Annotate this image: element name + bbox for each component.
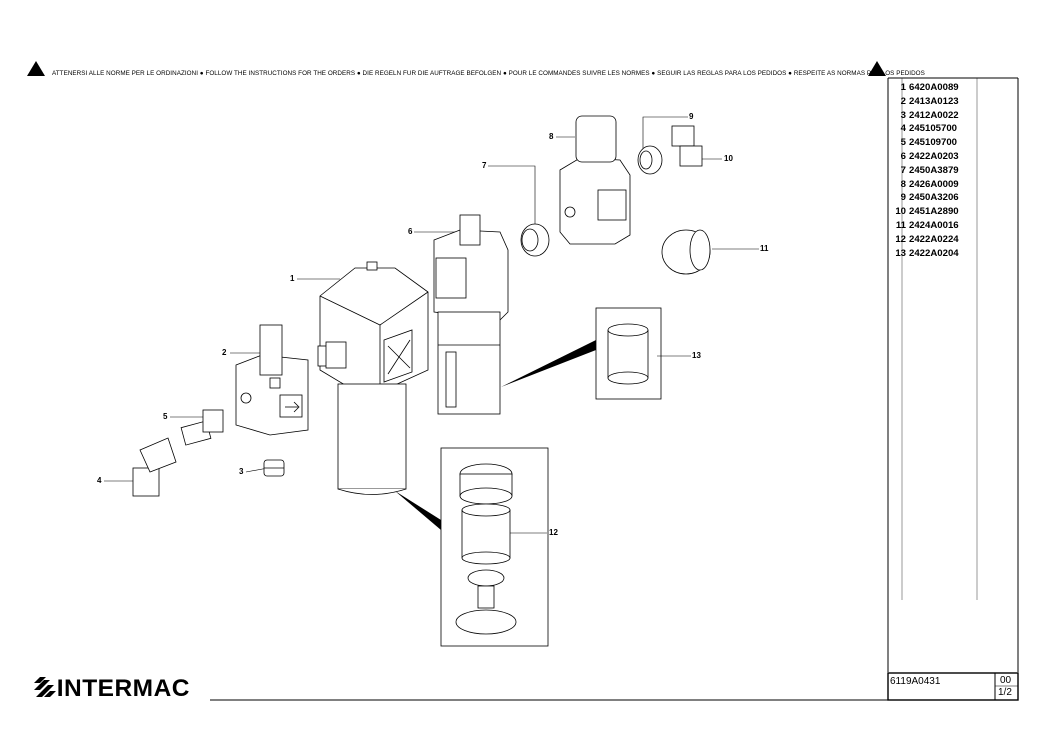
part-number: 10: [895, 206, 906, 218]
callout-3: 3: [239, 467, 244, 476]
part-code: 2451A2890: [909, 206, 959, 218]
part-number: 11: [895, 219, 906, 231]
part-4-elbow: [132, 437, 177, 497]
callout-7: 7: [482, 161, 487, 170]
part-12-filter-element: [455, 463, 517, 635]
sheet-number: 1/2: [998, 687, 1012, 698]
part-code: 2422A0224: [909, 233, 959, 245]
intermac-logo: INTERMAC: [56, 675, 190, 702]
part-number: 2: [900, 95, 906, 107]
part-8-regulator: [559, 115, 631, 245]
part-code: 245109700: [909, 137, 958, 149]
callout-5: 5: [163, 412, 168, 421]
detail-pointer-13: [501, 340, 596, 387]
detail-box-13: [595, 307, 662, 400]
callout-4: 4: [97, 476, 102, 485]
part-code: 2422A0204: [909, 247, 959, 259]
part-number: 6: [900, 150, 906, 162]
part-code: 2450A3879: [909, 164, 959, 176]
callout-10: 10: [724, 154, 733, 163]
detail-pointer-12: [395, 491, 441, 530]
callout-8: 8: [549, 132, 554, 141]
ordering-instructions: ATTENERSI ALLE NORME PER LE ORDINAZIONI …: [52, 70, 925, 77]
leader-lines: [104, 116, 759, 534]
callout-2: 2: [222, 348, 227, 357]
part-code: 2413A0123: [909, 95, 959, 107]
part-number: 4: [900, 123, 906, 135]
part-5-nipple: [180, 409, 224, 446]
callout-13: 13: [692, 351, 701, 360]
callout-12: 12: [549, 528, 558, 537]
part-code: 2412A0022: [909, 109, 959, 121]
part-code: 2426A0009: [909, 178, 959, 190]
callout-6: 6: [408, 227, 413, 236]
part-2-regulator: [235, 324, 309, 436]
part-number: 1: [900, 82, 906, 93]
part-number: 8: [900, 178, 906, 190]
part-number: 7: [900, 164, 906, 176]
part-number: 5: [900, 137, 906, 149]
drawing-number: 6119A0431: [890, 676, 941, 687]
part-code: 2424A0016: [909, 219, 959, 231]
part-number: 3: [900, 109, 906, 121]
title-block: [210, 672, 1019, 701]
part-9-nipple: [637, 145, 663, 175]
intermac-stripes-icon: [34, 677, 56, 697]
detail-box-12: [440, 447, 549, 647]
warning-triangle-icon: [27, 61, 45, 76]
part-10-elbow: [671, 125, 703, 167]
parts-table-frame: [887, 77, 1019, 672]
part-11-gauge: [661, 229, 711, 275]
part-code: 2450A3206: [909, 192, 959, 204]
part-3-plug: [263, 459, 285, 477]
revision-number: 00: [1000, 675, 1012, 686]
callout-11: 11: [760, 244, 769, 253]
part-1-filter: [317, 261, 429, 495]
part-code: 6420A0089: [909, 82, 959, 93]
part-number: 9: [900, 192, 906, 204]
part-7-nipple: [520, 223, 550, 257]
part-number: 13: [895, 247, 906, 259]
warning-triangle-icon: [868, 61, 886, 76]
callout-9: 9: [689, 112, 694, 121]
callout-1: 1: [290, 274, 295, 283]
part-6-lubricator: [433, 214, 509, 415]
part-code: 2422A0203: [909, 150, 959, 162]
part-13-bowl-seal: [607, 323, 649, 385]
part-code: 245105700: [909, 123, 958, 135]
part-number: 12: [895, 233, 906, 245]
